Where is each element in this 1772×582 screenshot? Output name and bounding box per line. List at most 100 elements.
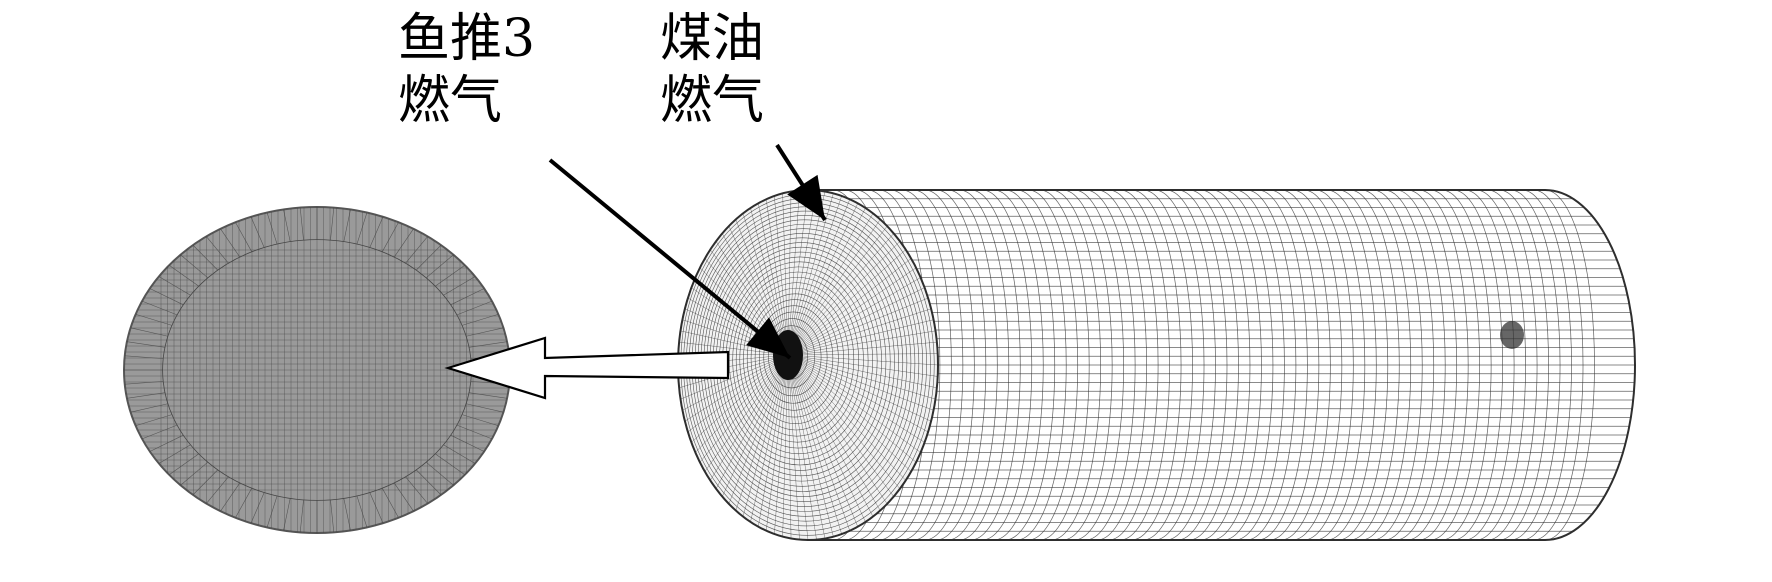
section-mesh-spoke (381, 222, 399, 252)
face-mesh-spoke (691, 354, 789, 443)
face-mesh-spoke (787, 354, 939, 366)
face-mesh-spoke (750, 354, 789, 523)
mesh-line-ring (993, 189, 1044, 541)
label-left-line1: 鱼推3 (398, 9, 536, 69)
section-mesh-spoke (141, 424, 178, 440)
mesh-line-ring (1384, 189, 1435, 541)
section-mesh-spoke (283, 498, 291, 531)
mesh-line-ring (1453, 189, 1503, 541)
section-mesh-spoke (235, 488, 253, 518)
mesh-line-ring (947, 189, 998, 541)
face-mesh-spoke (704, 354, 789, 472)
face-mesh-spoke (715, 354, 789, 489)
section-mesh-spoke (149, 288, 184, 306)
face-mesh-spoke (787, 195, 842, 356)
face-mesh-spoke (787, 190, 817, 356)
face-mesh-spoke (787, 226, 888, 356)
mesh-line-ring (1487, 189, 1538, 541)
face-mesh-spoke (787, 297, 929, 356)
section-mesh-spoke (343, 209, 351, 242)
section-mesh-spoke (124, 381, 164, 385)
face-mesh-spoke (787, 354, 851, 531)
section-mesh-spoke (266, 212, 278, 245)
section-mesh-spoke (206, 476, 229, 504)
section-mesh-spoke (180, 461, 209, 486)
face-mesh-spoke (682, 354, 789, 411)
face-mesh-spoke (787, 354, 894, 497)
mesh-line-ring (1544, 189, 1595, 541)
mesh-line-ring (1522, 189, 1572, 541)
arrow-fish-thrust-gas-shaft (548, 158, 792, 360)
mesh-line-ring (1303, 189, 1354, 541)
section-mesh-spoke (220, 228, 241, 258)
mesh-line-ring (1257, 189, 1308, 541)
face-mesh-spoke (787, 241, 901, 356)
face-mesh-spoke (787, 249, 906, 356)
section-mesh-spoke (250, 492, 265, 524)
section-mesh-spoke (206, 236, 229, 264)
face-mesh-spoke (782, 354, 789, 537)
section-mesh-spoke (124, 355, 164, 359)
section-mesh-spoke (192, 244, 218, 271)
section-mesh-spoke (283, 209, 291, 242)
face-mesh-spoke (787, 287, 925, 356)
mesh-line-ring (1246, 189, 1297, 541)
face-mesh-spoke (735, 219, 789, 356)
mesh-line-ring (1062, 189, 1113, 541)
mesh-line-ring (1085, 189, 1136, 541)
section-mesh-spoke (130, 327, 168, 337)
mesh-line-ring (982, 189, 1033, 541)
section-mesh-spoke (266, 495, 278, 528)
face-mesh-spoke (758, 354, 789, 527)
face-mesh-spoke (787, 354, 936, 400)
face-mesh-spoke (787, 277, 921, 356)
section-mesh-spoke (462, 414, 499, 427)
mesh-line-ring (924, 189, 975, 541)
face-mesh-spoke (735, 354, 789, 511)
section-mesh-spoke (466, 327, 504, 337)
mesh-line-ring (1280, 189, 1331, 541)
mesh-line-ring (1223, 189, 1274, 541)
mesh-line-ring (1269, 189, 1320, 541)
section-mesh-spoke (456, 424, 493, 440)
face-mesh-spoke (774, 195, 789, 356)
section-mesh-spoke (192, 469, 218, 496)
mesh-line-ring (1005, 189, 1056, 541)
section-mesh-spoke (369, 216, 384, 248)
mesh-line-ring (1315, 189, 1366, 541)
mesh-line-ring (936, 189, 987, 541)
section-mesh-spoke (435, 264, 466, 287)
face-mesh-spoke (787, 354, 858, 527)
mesh-line-ring (1476, 189, 1526, 541)
section-mesh-spoke (158, 444, 191, 464)
face-mesh-spoke (787, 353, 938, 356)
section-mesh-spoke (235, 222, 253, 252)
face-mesh-spoke (787, 308, 932, 356)
label-right-line1: 煤油 (660, 9, 765, 69)
face-mesh-spoke (787, 354, 921, 453)
face-mesh-spoke (787, 354, 842, 535)
face-mesh-spoke (787, 354, 874, 517)
section-mesh-spoke (425, 254, 454, 279)
mesh-line-ring (1407, 189, 1458, 541)
section-mesh-spoke (126, 341, 165, 348)
section-mesh-spoke (135, 414, 172, 427)
section-mesh-spoke (220, 482, 241, 512)
section-mesh-spoke (168, 264, 199, 287)
face-mesh-spoke (679, 354, 789, 389)
face-mesh-spoke (787, 354, 800, 540)
mesh-line-ring (1372, 189, 1423, 541)
face-mesh-spoke (774, 354, 789, 535)
section-mesh-spoke (250, 216, 265, 248)
section-mesh-spoke (425, 461, 454, 486)
face-mesh-spoke (787, 207, 866, 356)
face-mesh-spoke (787, 203, 858, 356)
mesh-line-ring (913, 189, 964, 541)
section-mesh-spoke (330, 207, 335, 241)
face-mesh-spoke (787, 354, 881, 511)
section-mesh-spoke (168, 453, 199, 476)
section-mesh-spoke (299, 499, 304, 533)
section-mesh-spoke (393, 228, 414, 258)
face-mesh-spoke (787, 267, 917, 356)
